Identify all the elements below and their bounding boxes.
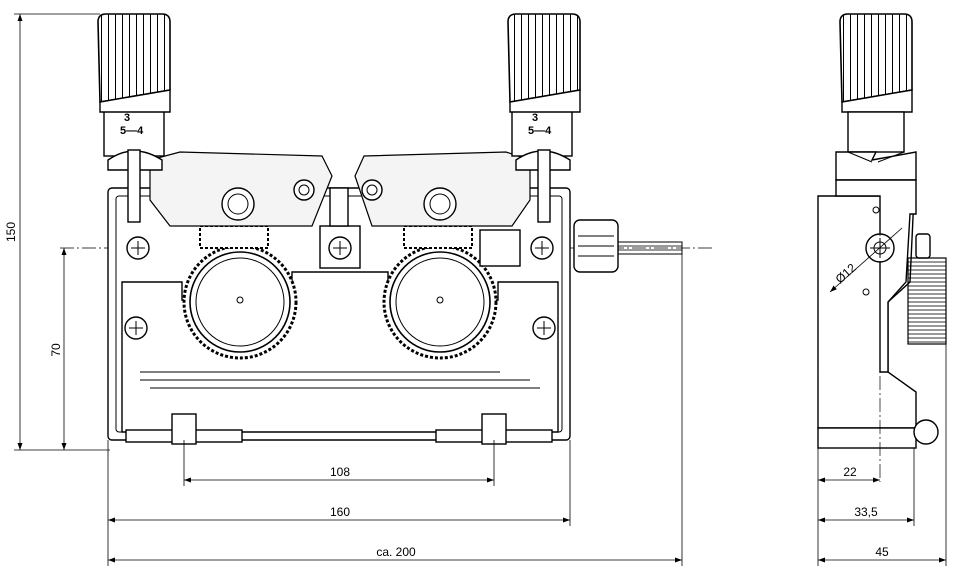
side-dimensions: 22 33,5 45 bbox=[817, 344, 947, 566]
tension-knob-right bbox=[507, 13, 581, 113]
screw-top-left bbox=[126, 236, 150, 260]
front-dimensions: 150 70 108 160 ca. 200 bbox=[4, 13, 683, 566]
drive-roll-left bbox=[182, 244, 298, 360]
side-knob bbox=[839, 13, 913, 103]
dim-side-total: 45 bbox=[875, 545, 889, 559]
drive-roll-right bbox=[382, 244, 498, 360]
dim-width-holes: 108 bbox=[330, 465, 350, 479]
front-view: 3 5—4 3 5—4 bbox=[60, 13, 712, 445]
screw-bottom-left bbox=[124, 316, 148, 340]
knob-label-left-bottom: 5—4 bbox=[120, 125, 144, 137]
screw-top-right bbox=[530, 236, 554, 260]
mount-pin-left bbox=[171, 413, 197, 445]
dim-height-axis: 70 bbox=[49, 343, 63, 357]
screw-bottom-right bbox=[532, 316, 556, 340]
dim-side-body: 33,5 bbox=[854, 505, 878, 519]
knob-label-right-top: 3 bbox=[532, 112, 538, 124]
adjusting-screw bbox=[479, 219, 683, 273]
dim-width-total: ca. 200 bbox=[376, 545, 416, 559]
dim-height-total: 150 bbox=[4, 222, 18, 242]
side-knurled-wheel bbox=[907, 257, 947, 345]
mount-pin-right bbox=[481, 413, 507, 445]
dim-side-offset: 22 bbox=[843, 465, 857, 479]
tension-knob-left bbox=[97, 13, 171, 113]
side-view: Ø12 bbox=[817, 13, 947, 482]
pressure-roll-right bbox=[403, 225, 473, 249]
dim-width-body: 160 bbox=[330, 505, 350, 519]
knob-label-left-top: 3 bbox=[124, 112, 130, 124]
pressure-roll-left bbox=[199, 225, 269, 249]
screw-top-center bbox=[328, 236, 352, 260]
knob-label-right-bottom: 5—4 bbox=[528, 125, 552, 137]
